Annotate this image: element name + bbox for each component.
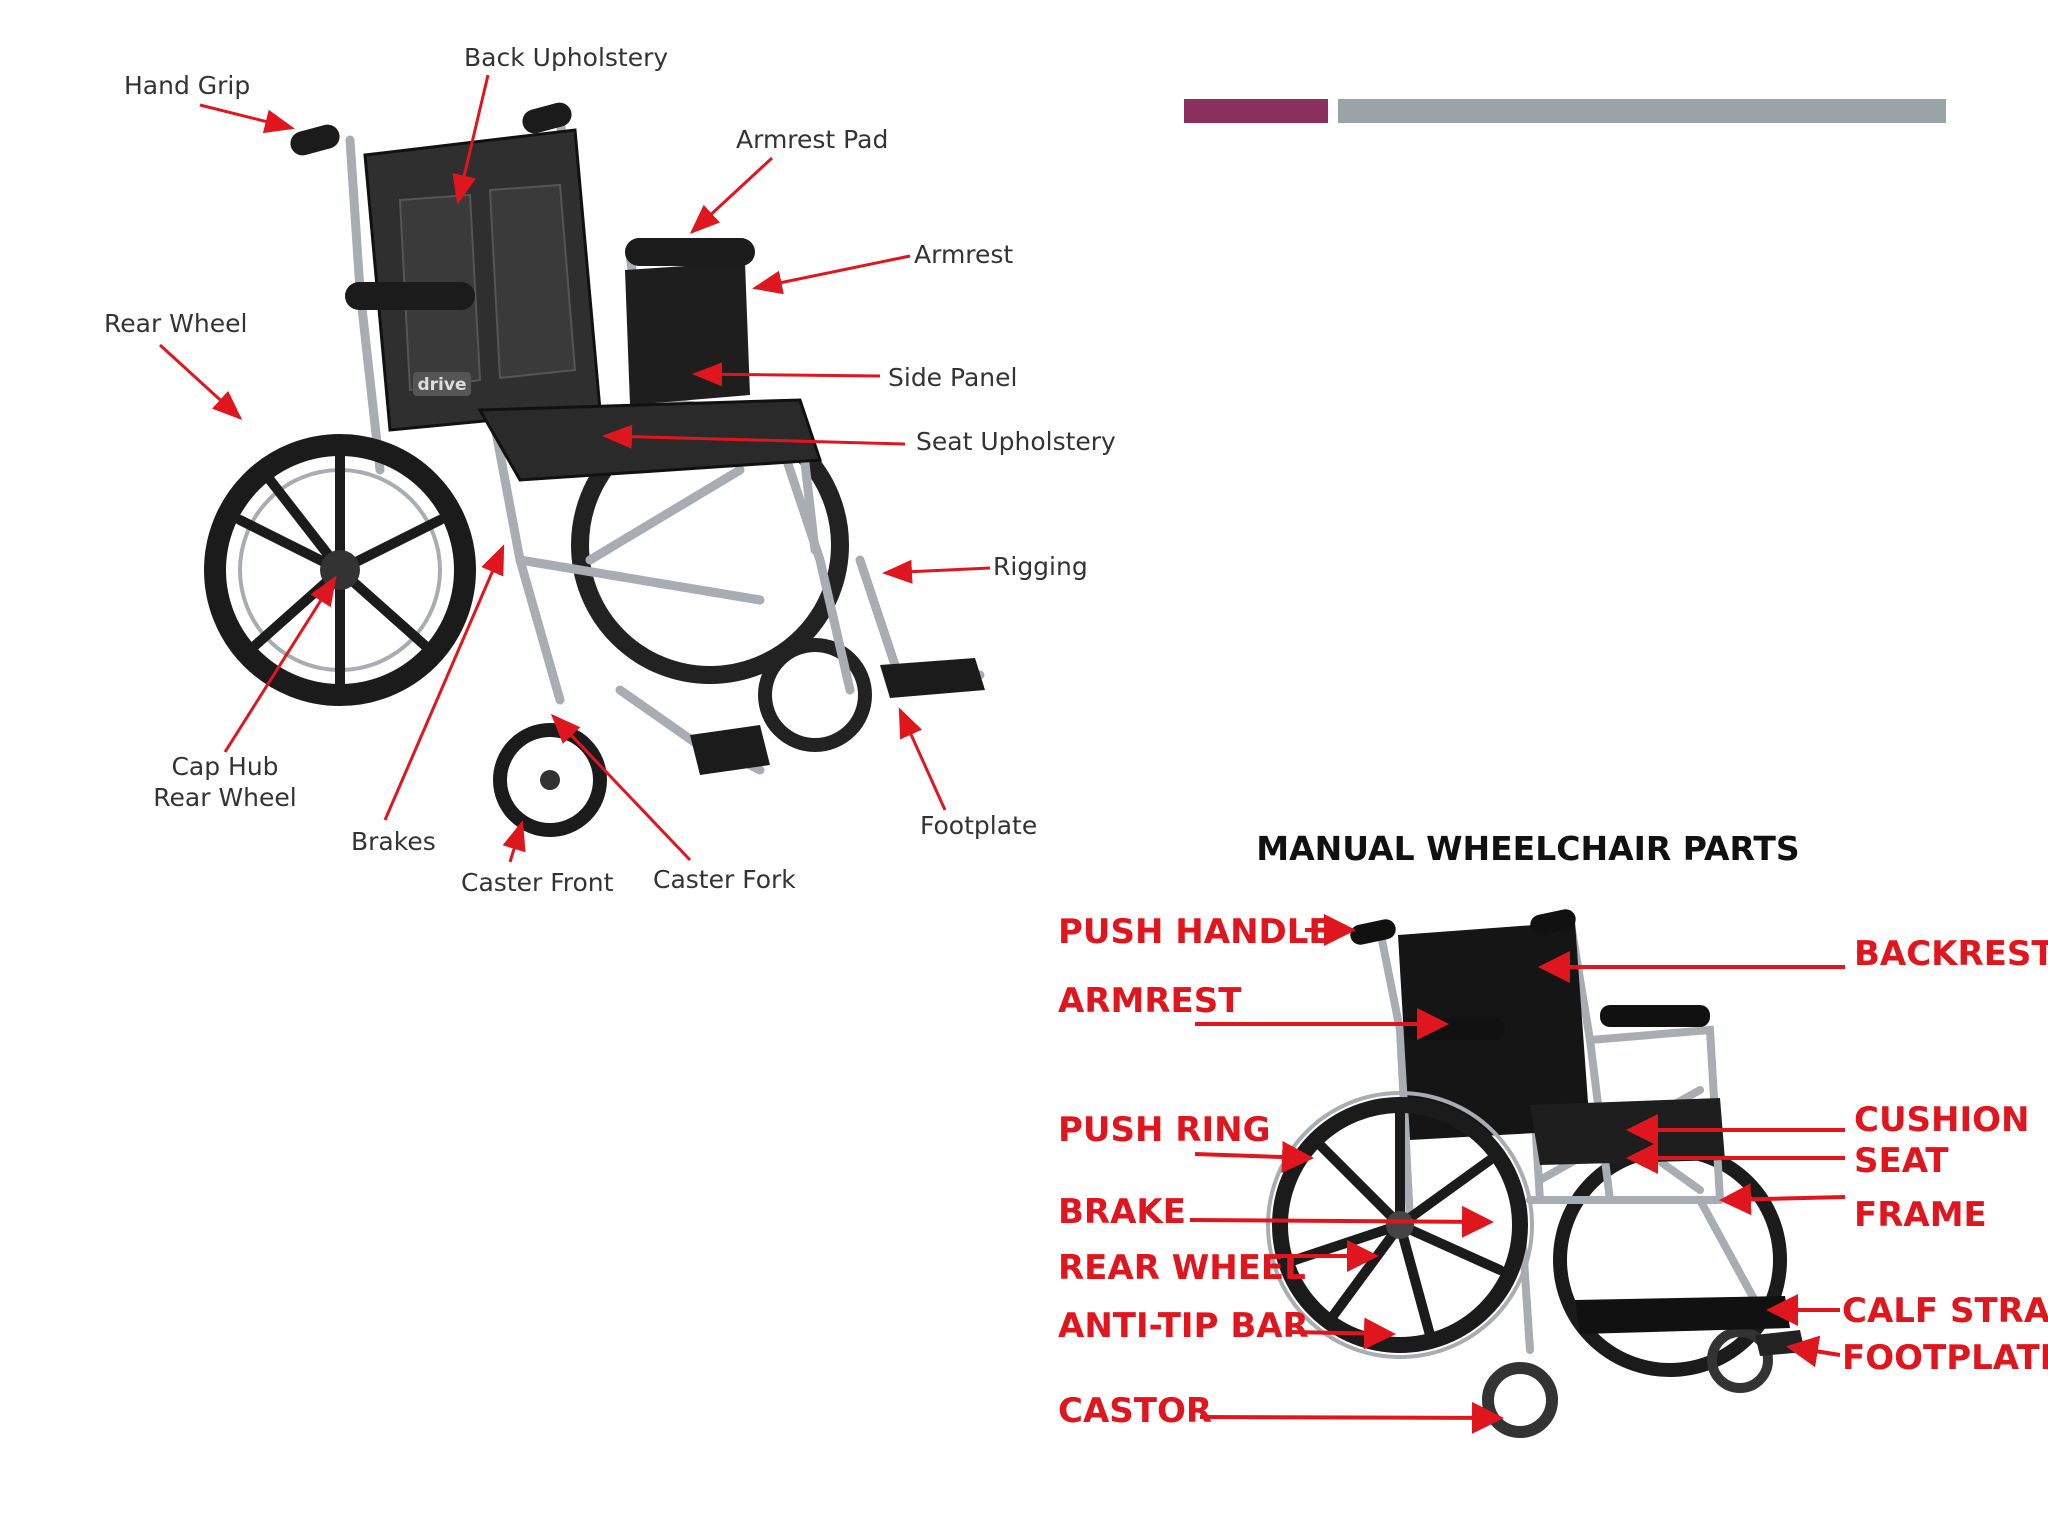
grey-bar: [1338, 99, 1946, 123]
wheelchair-illustration-1: drive: [204, 102, 985, 837]
arrow-armrest: [752, 254, 911, 295]
arrow-caster-front: [502, 820, 526, 863]
label-backrest: BACKREST: [1854, 934, 2048, 974]
label-caster-front: Caster Front: [461, 868, 614, 897]
label-side-panel: Side Panel: [888, 363, 1017, 392]
diagram-title: MANUAL WHEELCHAIR PARTS: [1256, 829, 1799, 868]
label-anti-tip-bar: ANTI-TIP BAR: [1058, 1306, 1309, 1346]
label-armrest: Armrest: [914, 240, 1013, 269]
label-back-upholstery: Back Upholstery: [464, 43, 668, 72]
arrow-armrest-pad: [689, 156, 774, 235]
arrow-brakes: [383, 544, 505, 821]
arrow-footplate-2: [1786, 1335, 1841, 1368]
label-armrest-2: ARMREST: [1058, 981, 1242, 1021]
wheelchair-illustration-2: [1266, 909, 1805, 1438]
arrow-side-panel: [692, 362, 881, 387]
arrow-rigging: [882, 559, 991, 584]
label-cap-hub-rear-wheel: Rear Wheel: [153, 783, 296, 812]
arrow-cap-hub: [223, 575, 337, 753]
arrow-anti-tip-bar: [1289, 1317, 1396, 1350]
arrow-hand-grip: [199, 103, 295, 134]
accent-bar: [1184, 99, 1328, 123]
brand-badge: drive: [418, 375, 467, 395]
arrow-back-upholstery: [452, 74, 490, 205]
arrow-footplate: [898, 707, 947, 811]
label-armrest-pad: Armrest Pad: [736, 125, 888, 154]
arrow-push-ring: [1194, 1141, 1314, 1174]
label-frame: FRAME: [1854, 1195, 1987, 1235]
label-calf-strap: CALF STRAP: [1842, 1291, 2048, 1331]
arrow-caster-fork: [550, 713, 692, 862]
label-cap-hub: Cap Hub: [171, 752, 278, 781]
label-push-handle: PUSH HANDLE: [1058, 912, 1332, 952]
label-hand-grip: Hand Grip: [124, 71, 250, 100]
arrow-seat-upholstery: [602, 424, 906, 449]
label-rear-wheel: Rear Wheel: [104, 309, 247, 338]
arrow-brake: [1189, 1205, 1494, 1238]
label-brake: BRAKE: [1058, 1192, 1186, 1232]
label-footplate-2: FOOTPLATE: [1842, 1338, 2048, 1378]
label-caster-fork: Caster Fork: [653, 865, 796, 894]
label-seat-upholstery: Seat Upholstery: [916, 427, 1116, 456]
label-footplate: Footplate: [920, 811, 1037, 840]
label-castor: CASTOR: [1058, 1391, 1212, 1431]
label-brakes: Brakes: [351, 827, 436, 856]
label-push-ring: PUSH RING: [1058, 1110, 1271, 1150]
label-seat: SEAT: [1854, 1141, 1949, 1181]
label-rigging: Rigging: [993, 552, 1088, 581]
arrow-castor: [1199, 1401, 1504, 1434]
arrow-frame: [1719, 1183, 1846, 1216]
label-cushion: CUSHION: [1854, 1100, 2030, 1140]
label-rear-wheel-2: REAR WHEEL: [1058, 1248, 1306, 1288]
arrow-rear-wheel: [158, 343, 243, 421]
